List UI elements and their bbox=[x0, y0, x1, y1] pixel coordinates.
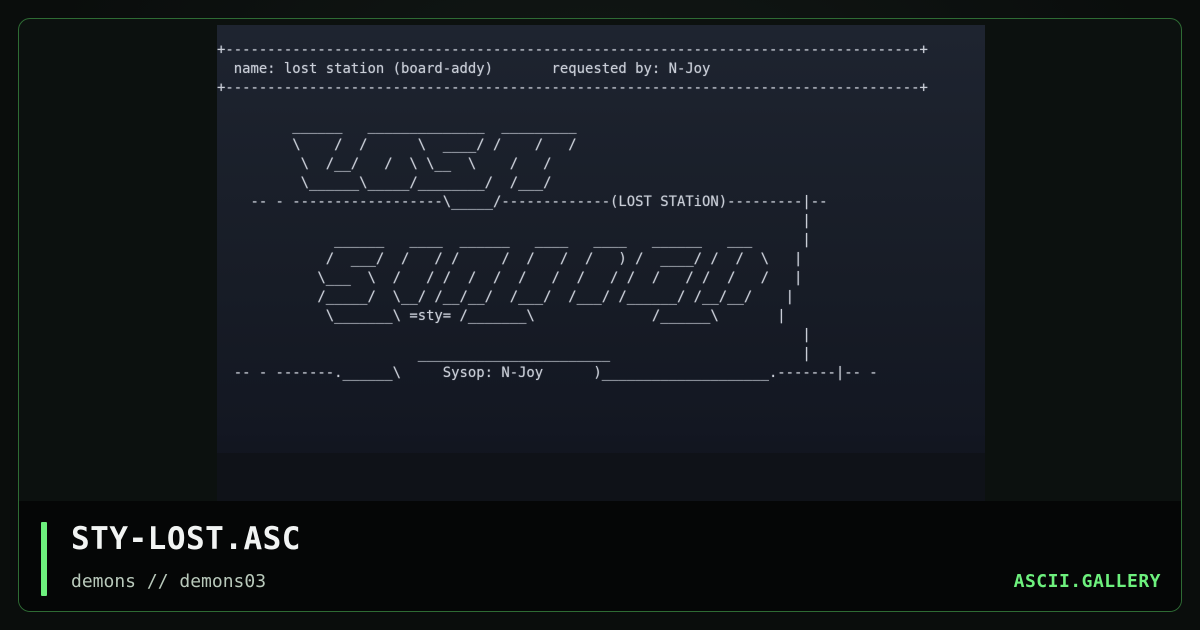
ascii-artwork: +---------------------------------------… bbox=[217, 42, 928, 381]
ascii-artwork-frame: +---------------------------------------… bbox=[217, 25, 985, 501]
collection-path[interactable]: demons // demons03 bbox=[71, 571, 267, 592]
artwork-bottom-fade bbox=[217, 453, 985, 501]
info-bar: STY-LOST.ASC demons // demons03 ASCII.GA… bbox=[19, 501, 1181, 611]
site-brand[interactable]: ASCII.GALLERY bbox=[1013, 571, 1161, 592]
gallery-card[interactable]: +---------------------------------------… bbox=[18, 18, 1182, 612]
accent-bar bbox=[41, 522, 47, 596]
file-title[interactable]: STY-LOST.ASC bbox=[71, 521, 301, 557]
